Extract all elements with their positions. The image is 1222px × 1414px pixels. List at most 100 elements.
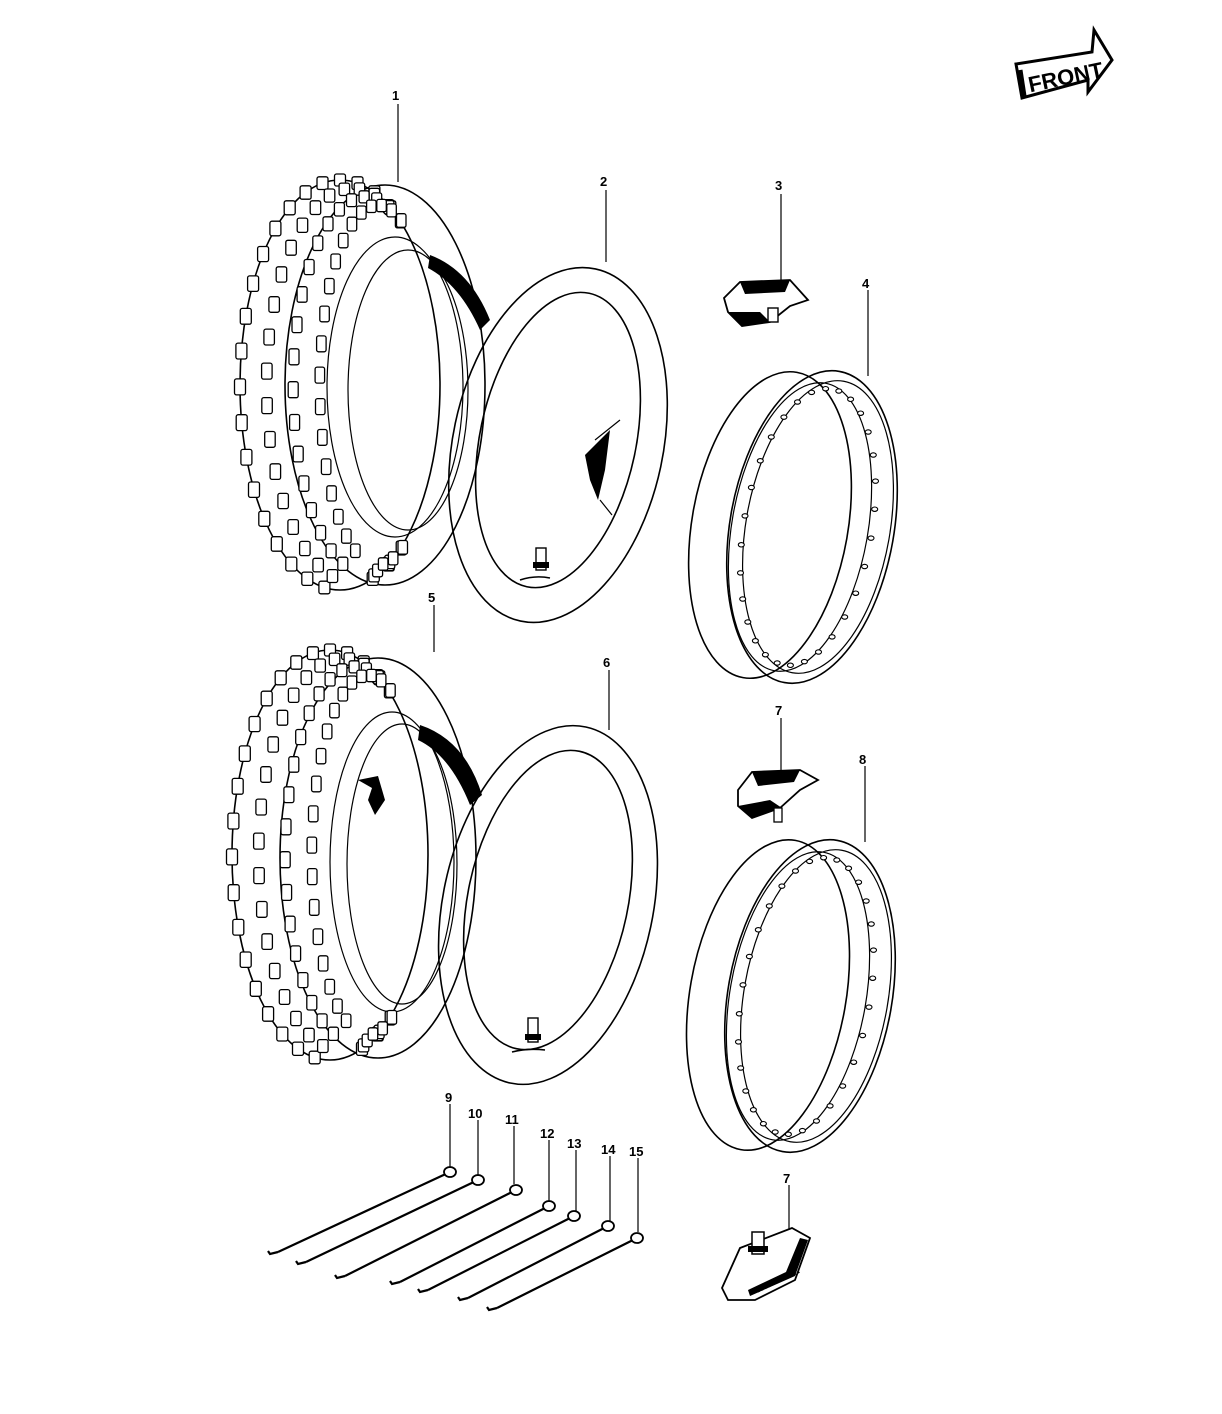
rim-rear-spoke-hole: [741, 513, 749, 519]
tube-front: [437, 724, 659, 1086]
tire-front-tread-block: [324, 978, 336, 995]
tire-rear-tread-block: [326, 568, 339, 584]
rim-front-spoke-hole: [869, 975, 877, 981]
tube-rear: [447, 266, 669, 624]
rim-front-spoke-hole: [735, 1011, 743, 1017]
tire-rear-tread-block: [296, 286, 308, 303]
tire-front-tread-block: [290, 655, 303, 670]
tire-front-tread-block: [261, 1006, 275, 1022]
tire-rear-tread-block: [318, 580, 331, 595]
spoke-11-nipple: [509, 1184, 523, 1196]
rim-front-spoke-hole: [859, 1032, 867, 1039]
rim-front-spoke-hole: [867, 921, 875, 927]
tire-rear-tread-block: [320, 458, 332, 476]
tire-front-tread-block: [306, 646, 320, 661]
spoke-13-hook: [417, 1288, 429, 1294]
rim-band-upper: [722, 279, 810, 327]
tire-rear-tread-block: [235, 414, 248, 432]
tire-rear-tread-block: [301, 571, 314, 587]
tire-rear-tread-block: [312, 235, 324, 252]
tire-rear-tread-block: [377, 557, 389, 571]
rim-front-spoke-hole: [765, 903, 773, 909]
tire-rear-tread-block: [285, 239, 297, 256]
tire-rear-tread-block: [298, 475, 310, 492]
spoke-13-nipple: [567, 1210, 581, 1222]
rim-rear-spoke-hole: [814, 649, 823, 655]
rim-rear-spoke-hole: [751, 638, 759, 644]
tire-rear-tread-block: [303, 258, 315, 276]
tire-front-tread-block: [367, 1027, 379, 1041]
tire-front-tread-block: [279, 851, 291, 869]
tire-front-tread-block: [348, 660, 360, 674]
tire-front-tread-block: [317, 955, 329, 972]
tire-rear-tread-block: [314, 366, 326, 384]
rim-rear-spoke-holes: [736, 385, 880, 669]
rim-rear-spoke-hole: [871, 506, 879, 512]
tire-front-tread-block: [295, 728, 307, 746]
rim-rear-spoke-hole: [852, 590, 860, 596]
rim-front-spoke-hole: [759, 1120, 767, 1127]
callout-12: 12: [540, 1126, 554, 1141]
callout-13: 13: [567, 1136, 581, 1151]
tire-front-tread-block: [276, 709, 289, 726]
rim-rear-spoke-hole: [793, 399, 802, 405]
tire-rear-tread-block: [261, 396, 273, 415]
tire-rear-tread-block: [260, 362, 273, 380]
tire-front-tread-block: [255, 900, 268, 918]
tire-front-tread-block: [255, 798, 268, 816]
tire-rear-tread-block: [355, 205, 367, 220]
tire-rear: [233, 173, 490, 595]
tire-front-tread-block: [310, 775, 322, 793]
rim-front-spoke-hole: [739, 982, 747, 988]
tire-rear-tread-block: [312, 557, 325, 573]
rim-band-lower: [721, 1227, 812, 1301]
tire-front-tread-block: [268, 962, 281, 980]
tire-rear-tread-block: [291, 316, 303, 334]
spoke-10-nipple: [471, 1174, 485, 1186]
tire-front-tread-block: [284, 915, 296, 933]
tire-rear-tread-block: [305, 501, 318, 519]
tire-front-tread-block: [356, 669, 367, 684]
tire-front-tread-block: [308, 1050, 321, 1065]
tire-rear-tread-block: [235, 342, 248, 360]
rim-front-spoke-hole: [820, 854, 828, 861]
rim-rear-spoke-hole: [773, 660, 781, 666]
tire-front-tread-block: [337, 686, 349, 702]
tire-front-tread-block: [300, 670, 313, 686]
tire-rear-tread-block: [376, 198, 387, 213]
tire-front-tread-block: [289, 945, 302, 962]
rim-front-spoke-hole: [806, 858, 814, 865]
tire-front-tread-block: [303, 705, 315, 722]
tire-front-tread-block: [314, 658, 327, 673]
tire-front-tread-block: [239, 951, 252, 969]
rim-front-spoke-hole: [754, 927, 762, 933]
tire-front-tread-block: [267, 736, 280, 753]
tire-rear-tread-block: [314, 524, 327, 541]
tire-front-tread-block: [377, 1021, 389, 1036]
tire-front-tread-block: [346, 675, 358, 690]
tube-front-valve: [511, 1017, 546, 1053]
tire-rear-tread-block: [247, 481, 261, 499]
tire-front-tread-block: [336, 663, 348, 678]
rim-front-spoke-hole: [745, 953, 753, 960]
rim-front-spoke-hole: [833, 857, 841, 863]
tire-front-tread-block: [332, 998, 343, 1014]
tire-front-tread: [225, 643, 398, 1065]
callout-7b: 7: [783, 1171, 790, 1186]
spoke-9-hook: [267, 1250, 279, 1256]
spoke-13-rod: [427, 1215, 575, 1291]
rim-front-spoke-hole: [862, 898, 870, 904]
tire-front-tread-block: [283, 786, 295, 804]
tire-front-tread-block: [327, 1026, 340, 1042]
tire-rear-tread-block: [296, 217, 309, 234]
tire-front-tread-block: [227, 884, 240, 902]
callout-numbers: 1 2 3 4 5 6 7 8 9 10 11 12 13 14 15 7: [392, 88, 870, 1186]
tire-rear-tread-block: [275, 266, 288, 283]
spoke-12-rod: [399, 1205, 550, 1283]
tire-rear-tread: [233, 173, 409, 595]
spokes-group: [267, 1166, 644, 1312]
tire-rear-tread-block: [287, 518, 300, 536]
callout-6: 6: [603, 655, 610, 670]
callout-11: 11: [505, 1112, 519, 1127]
rim-rear-spoke-hole: [736, 570, 745, 576]
